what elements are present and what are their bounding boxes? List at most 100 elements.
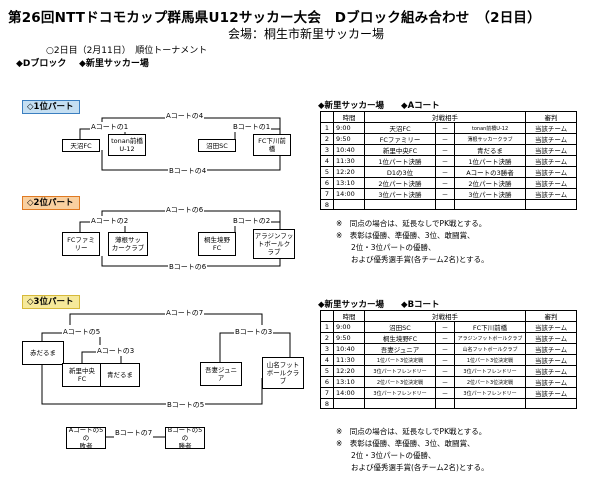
team-box: アラジンフッ トボールク ラブ [253,229,295,259]
cell-time: 12:20 [333,166,365,178]
cell-no: 3 [320,343,334,355]
cell-t1: 新里中央FC [364,144,436,156]
team-box: 薄根サッ カークラブ [108,232,148,256]
cell-ref: 当該チーム [525,387,577,399]
b3-b7-label: Bコートの7 [114,428,154,438]
cell-t2: 3位パート決勝 [454,188,526,200]
b3-bottom-connector [41,365,263,405]
cell-no: 4 [320,354,334,366]
b2-bottom-label: Bコートの6 [168,262,208,272]
cell-vs: － [435,365,455,377]
cell-no: 7 [320,387,334,399]
cell-t2: tonan前橋U-12 [454,122,526,134]
venue-label: 会場：桐生市新里サッカー場 [228,27,385,41]
cell-time: 9:00 [333,321,365,333]
cell-t2: 1位パート3位決定戦 [454,354,526,366]
col-ref: 審判 [525,111,577,123]
cell-t2: アラジンフットボールクラブ [454,332,526,344]
cell-t2 [454,398,526,409]
cell-no: 8 [320,199,334,210]
cell-time: 9:50 [333,133,365,145]
cell-vs: － [435,343,455,355]
cell-ref: 当該チーム [525,122,577,134]
cell-no: 8 [320,398,334,409]
team-box: 沼田SC [198,139,236,152]
cell-t1: 3位パートフレンドリー [364,387,436,399]
cell-time: 10:40 [333,144,365,156]
cell-t1: 2位パート決勝 [364,177,436,189]
cell-no: 1 [320,321,334,333]
b1-top-label: Aコートの4 [165,111,205,121]
note-line: ※ 同点の場合は、延長なしでPK戦とする。 [336,219,487,228]
cell-t2: 薄根サッカークラブ [454,133,526,145]
cell-t1: 桐生境野FC [364,332,436,344]
cell-no: 2 [320,332,334,344]
loser-box: Aコートの5の 敗者 [66,426,106,450]
part3-tab: ◇3位パート [22,295,81,309]
cell-t2: 2位パート決勝 [454,177,526,189]
cell-vs: － [435,133,455,145]
cell-vs: － [435,177,455,189]
table-row: 8 [320,398,577,409]
cell-t2: FC下川前橋 [454,321,526,333]
col-ref: 審判 [525,310,577,322]
cell-t1: 3位パート決勝 [364,188,436,200]
b3-a5-label: Aコートの5 [62,327,102,337]
cell-no: 6 [320,177,334,189]
note-line: ※ 表彰は優勝、準優勝、3位、敢闘賞、 [336,439,475,448]
cell-t2: 青だるま [454,144,526,156]
block-label: ◆Dブロック [16,59,67,69]
table-row: 8 [320,199,577,210]
cell-ref: 当該チーム [525,166,577,178]
cell-vs: － [435,321,455,333]
cell-vs [435,199,455,210]
cell-ref: 当該チーム [525,144,577,156]
cell-ref [525,398,577,409]
b2-top-label: Aコートの6 [165,205,205,215]
page-title: 第26回NTTドコモカップ群馬県U12サッカー大会 Dブロック組み合わせ （2日… [8,10,541,26]
notes-a: ※ 同点の場合は、延長なしでPK戦とする。 ※ 表彰は優勝、準優勝、3位、敢闘賞… [336,218,489,266]
cell-t1: 1位パート3位決定戦 [364,354,436,366]
cell-time [333,199,365,210]
cell-t2: 1位パート決勝 [454,155,526,167]
cell-vs: － [435,376,455,388]
team-box: FC下川前 橋 [253,134,291,156]
cell-vs: － [435,354,455,366]
cell-time: 9:00 [333,122,365,134]
b1-right-mid-label: Bコートの1 [232,122,272,132]
team-box: 青だるま [100,363,140,387]
cell-ref [525,199,577,210]
schedule-a-header: ◆新里サッカー場 ◆Aコート [318,101,440,111]
cell-no: 6 [320,376,334,388]
cell-no: 5 [320,365,334,377]
team-box: 赤だるま [22,341,64,365]
note-line: ※ 同点の場合は、延長なしでPK戦とする。 [336,427,487,436]
cell-ref: 当該チーム [525,177,577,189]
cell-no: 5 [320,166,334,178]
cell-ref: 当該チーム [525,332,577,344]
schedule-subtitle: ○2日目（2月11日） 順位トーナメント [46,46,208,56]
cell-ref: 当該チーム [525,365,577,377]
cell-ref: 当該チーム [525,343,577,355]
cell-vs: － [435,387,455,399]
cell-vs: － [435,122,455,134]
team-box: 山名フット ボールクラ ブ [262,357,304,389]
cell-no: 7 [320,188,334,200]
cell-ref: 当該チーム [525,133,577,145]
cell-vs [435,398,455,409]
cell-time: 12:20 [333,365,365,377]
cell-t2: 3位パートフレンドリー [454,387,526,399]
cell-vs: － [435,332,455,344]
block-venue-label: ◆新里サッカー場 [78,59,149,69]
part1-tab: ◇1位パート [22,100,81,114]
cell-t1: 1位パート決勝 [364,155,436,167]
b2-left-mid-label: Aコートの2 [90,216,130,226]
notes-b: ※ 同点の場合は、延長なしでPK戦とする。 ※ 表彰は優勝、準優勝、3位、敢闘賞… [336,426,489,474]
cell-t2 [454,199,526,210]
